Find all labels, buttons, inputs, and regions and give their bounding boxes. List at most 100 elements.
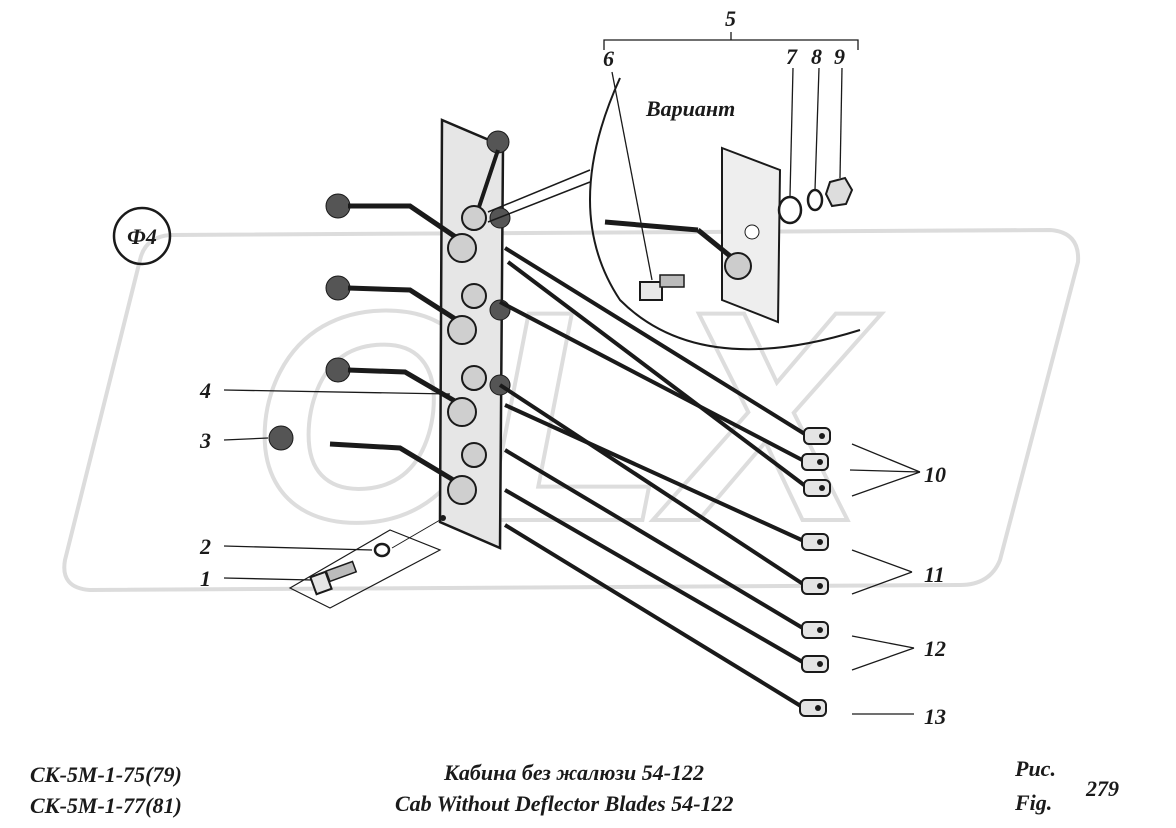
control-rod xyxy=(503,448,808,632)
clevis-pin xyxy=(817,539,823,545)
inset-leader xyxy=(487,169,591,213)
mount-bolt-shank xyxy=(325,560,358,583)
callout-12: 12 xyxy=(924,636,946,661)
rod-clevis xyxy=(801,533,829,551)
callout-11: 11 xyxy=(924,562,945,587)
control-rod xyxy=(499,300,807,464)
lever-hub xyxy=(461,205,487,231)
figure-label-ru: Рис. xyxy=(1015,756,1056,781)
leader-lines xyxy=(223,32,921,715)
callout-2: 2 xyxy=(199,534,211,559)
leader-1 xyxy=(223,577,313,581)
lever-rod xyxy=(476,149,500,211)
lever-hub xyxy=(447,475,477,505)
callout-8: 8 xyxy=(811,44,822,69)
lever-knob xyxy=(486,130,510,154)
clevis-pin xyxy=(817,583,823,589)
control-rods xyxy=(498,246,831,717)
variant-bolt-shank xyxy=(659,274,685,288)
watermark-outline xyxy=(62,227,1081,593)
callout-9: 9 xyxy=(834,44,845,69)
figure-title-ru: Кабина без жалюзи 54-122 xyxy=(444,760,705,785)
lever-hub xyxy=(447,315,477,345)
leader-6 xyxy=(611,71,653,281)
control-rod xyxy=(503,488,808,666)
control-rod xyxy=(503,523,806,710)
section-badge-label: Ф4 xyxy=(127,224,157,249)
leader-7 xyxy=(789,67,794,197)
callout-4: 4 xyxy=(199,378,211,403)
leader-10b xyxy=(849,469,921,473)
lever-knob xyxy=(325,193,351,219)
variant-lever-rod-bend xyxy=(696,228,737,262)
variant-plate-hole xyxy=(744,224,760,240)
clevis-pin xyxy=(819,433,825,439)
rod-clevis xyxy=(801,655,829,673)
control-rod xyxy=(503,246,810,438)
callout-5: 5 xyxy=(725,6,736,31)
clevis-pin xyxy=(815,705,821,711)
variant-lever-hub xyxy=(724,252,752,280)
lever-hub xyxy=(447,233,477,263)
leader-12b xyxy=(851,647,915,671)
clevis-pin xyxy=(817,627,823,633)
rod-clevis xyxy=(801,577,829,595)
lever-rod xyxy=(347,285,462,325)
variant-lever-rod xyxy=(604,219,699,233)
clevis-pin xyxy=(819,485,825,491)
lever-hub xyxy=(461,442,487,468)
lever-knob xyxy=(325,357,351,383)
rod-clevis xyxy=(799,699,827,717)
model-line-1: СК-5М-1-75(79) xyxy=(30,762,182,787)
leader-3 xyxy=(223,437,269,441)
callout-13: 13 xyxy=(924,704,946,729)
control-rod xyxy=(498,383,808,588)
variant-bolt xyxy=(639,274,685,301)
section-badge-circle xyxy=(112,206,172,266)
figure-title-en: Cab Without Deflector Blades 54-122 xyxy=(395,791,734,816)
lever-hub xyxy=(461,365,487,391)
control-rod xyxy=(504,403,807,544)
variant-nut xyxy=(824,176,854,208)
hardware-leader xyxy=(391,519,441,549)
callout-10: 10 xyxy=(924,462,946,487)
rod-clevis xyxy=(801,453,829,471)
mount-washer xyxy=(373,542,391,558)
figure-number: 279 xyxy=(1086,776,1119,801)
callout-7: 7 xyxy=(786,44,798,69)
plate-mount-hole xyxy=(440,515,446,521)
lever-rod xyxy=(329,441,462,487)
lever-knob xyxy=(325,275,351,301)
lever-rod xyxy=(348,203,462,243)
leader-10a xyxy=(851,443,921,473)
variant-lock-washer xyxy=(806,188,824,212)
loose-knob xyxy=(268,425,294,451)
rod-clevis xyxy=(803,479,831,497)
callout-3: 3 xyxy=(199,428,211,453)
leader-11b xyxy=(851,571,913,595)
leader-12a xyxy=(851,635,915,649)
leader-8 xyxy=(814,67,820,191)
callout-1: 1 xyxy=(200,566,211,591)
section-badge: Ф4 xyxy=(112,206,172,266)
inset-leader xyxy=(487,181,591,223)
variant-washer xyxy=(777,195,803,225)
leader-4 xyxy=(223,389,451,395)
leader-11a xyxy=(851,549,913,573)
clevis-pin xyxy=(817,459,823,465)
leader-9 xyxy=(839,67,843,179)
lever-hub xyxy=(447,397,477,427)
watermark: OLX xyxy=(62,227,1081,593)
variant-label: Вариант xyxy=(645,96,735,121)
callout-6: 6 xyxy=(603,46,614,71)
variant-inset-arc xyxy=(589,77,861,351)
callouts: 1 2 3 4 5 6 7 8 9 10 11 12 13 xyxy=(199,6,946,729)
control-rod xyxy=(506,260,810,490)
variant-assembly xyxy=(604,146,854,324)
variant-bolt-head xyxy=(639,281,663,301)
leader-10c xyxy=(851,471,921,497)
left-levers xyxy=(268,193,462,487)
mount-bolt-head xyxy=(309,570,333,596)
